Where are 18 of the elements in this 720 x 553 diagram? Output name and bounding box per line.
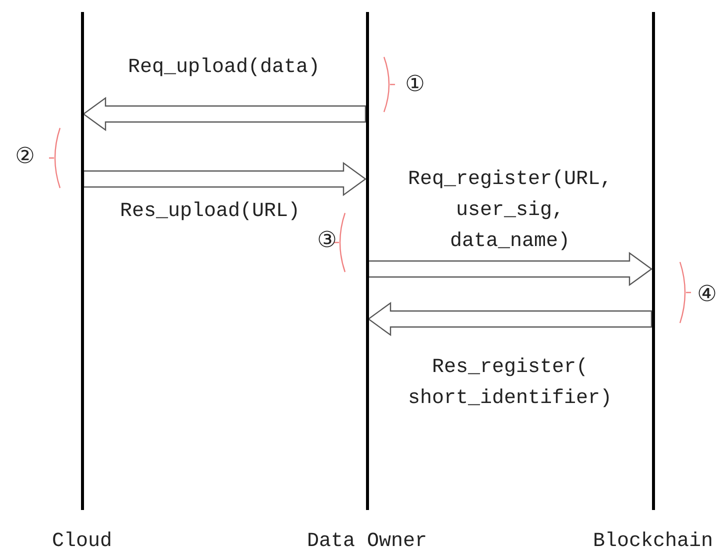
lifeline	[652, 12, 654, 510]
step-number: ②	[15, 146, 35, 168]
block-arrow	[82, 162, 367, 196]
edge-label: Req_register(URL, user_sig, data_name)	[406, 167, 614, 255]
step-number: ①	[405, 74, 425, 96]
lifeline	[366, 12, 368, 510]
block-arrow	[368, 252, 653, 286]
block-arrow	[82, 96, 366, 132]
block-arrow	[367, 302, 652, 336]
lifeline-label: Blockchain	[592, 532, 714, 552]
lifeline-label: Cloud	[52, 532, 112, 552]
edge-label: Res_register( short_identifier)	[406, 355, 614, 412]
step-number: ④	[697, 284, 717, 306]
edge-label: Res_upload(URL)	[118, 199, 302, 225]
step-number: ③	[317, 230, 337, 252]
edge-label: Req_upload(data)	[126, 55, 322, 81]
lifeline	[80, 12, 84, 510]
lifeline-label: Data Owner	[306, 532, 428, 552]
